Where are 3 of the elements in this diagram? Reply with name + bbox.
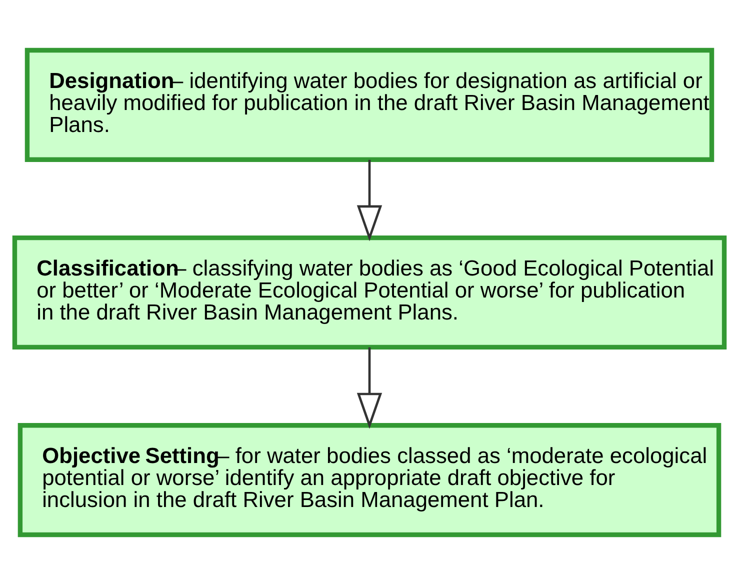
arrow <box>356 160 382 242</box>
node-box: Objective Setting– for water bodies classed as ‘moderate ecological potential or worse’ identify an appropriate draft objective for inclusion in the draft River Basin Management Plan. <box>18 423 722 538</box>
arrow <box>356 347 382 429</box>
